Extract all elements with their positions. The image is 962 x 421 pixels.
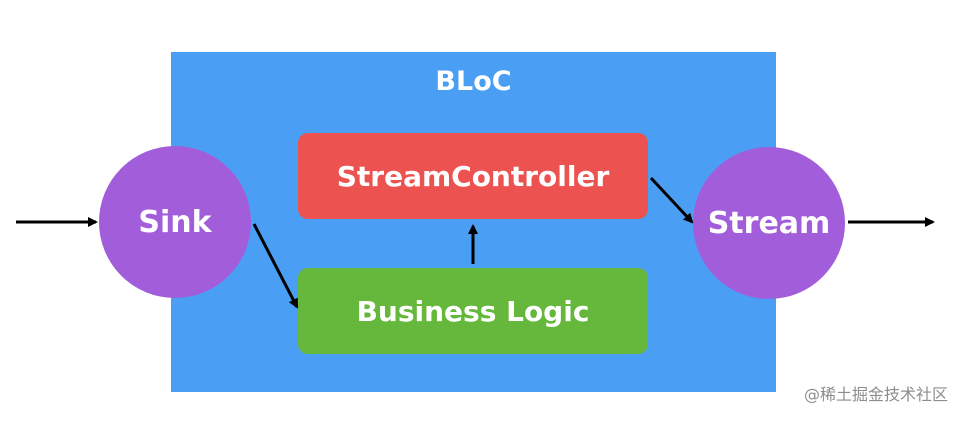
stream-label: Stream xyxy=(707,205,831,241)
watermark: @稀土掘金技术社区 xyxy=(803,385,948,404)
business-logic-label: Business Logic xyxy=(356,294,590,328)
business-logic-node: Business Logic xyxy=(298,268,648,354)
sink-node: Sink xyxy=(99,146,251,298)
sink-label: Sink xyxy=(138,204,212,240)
stream-node: Stream xyxy=(693,147,845,299)
stream-controller-node: StreamController xyxy=(298,133,648,219)
stream-controller-label: StreamController xyxy=(336,159,610,193)
bloc-title: BLoC xyxy=(435,66,512,97)
